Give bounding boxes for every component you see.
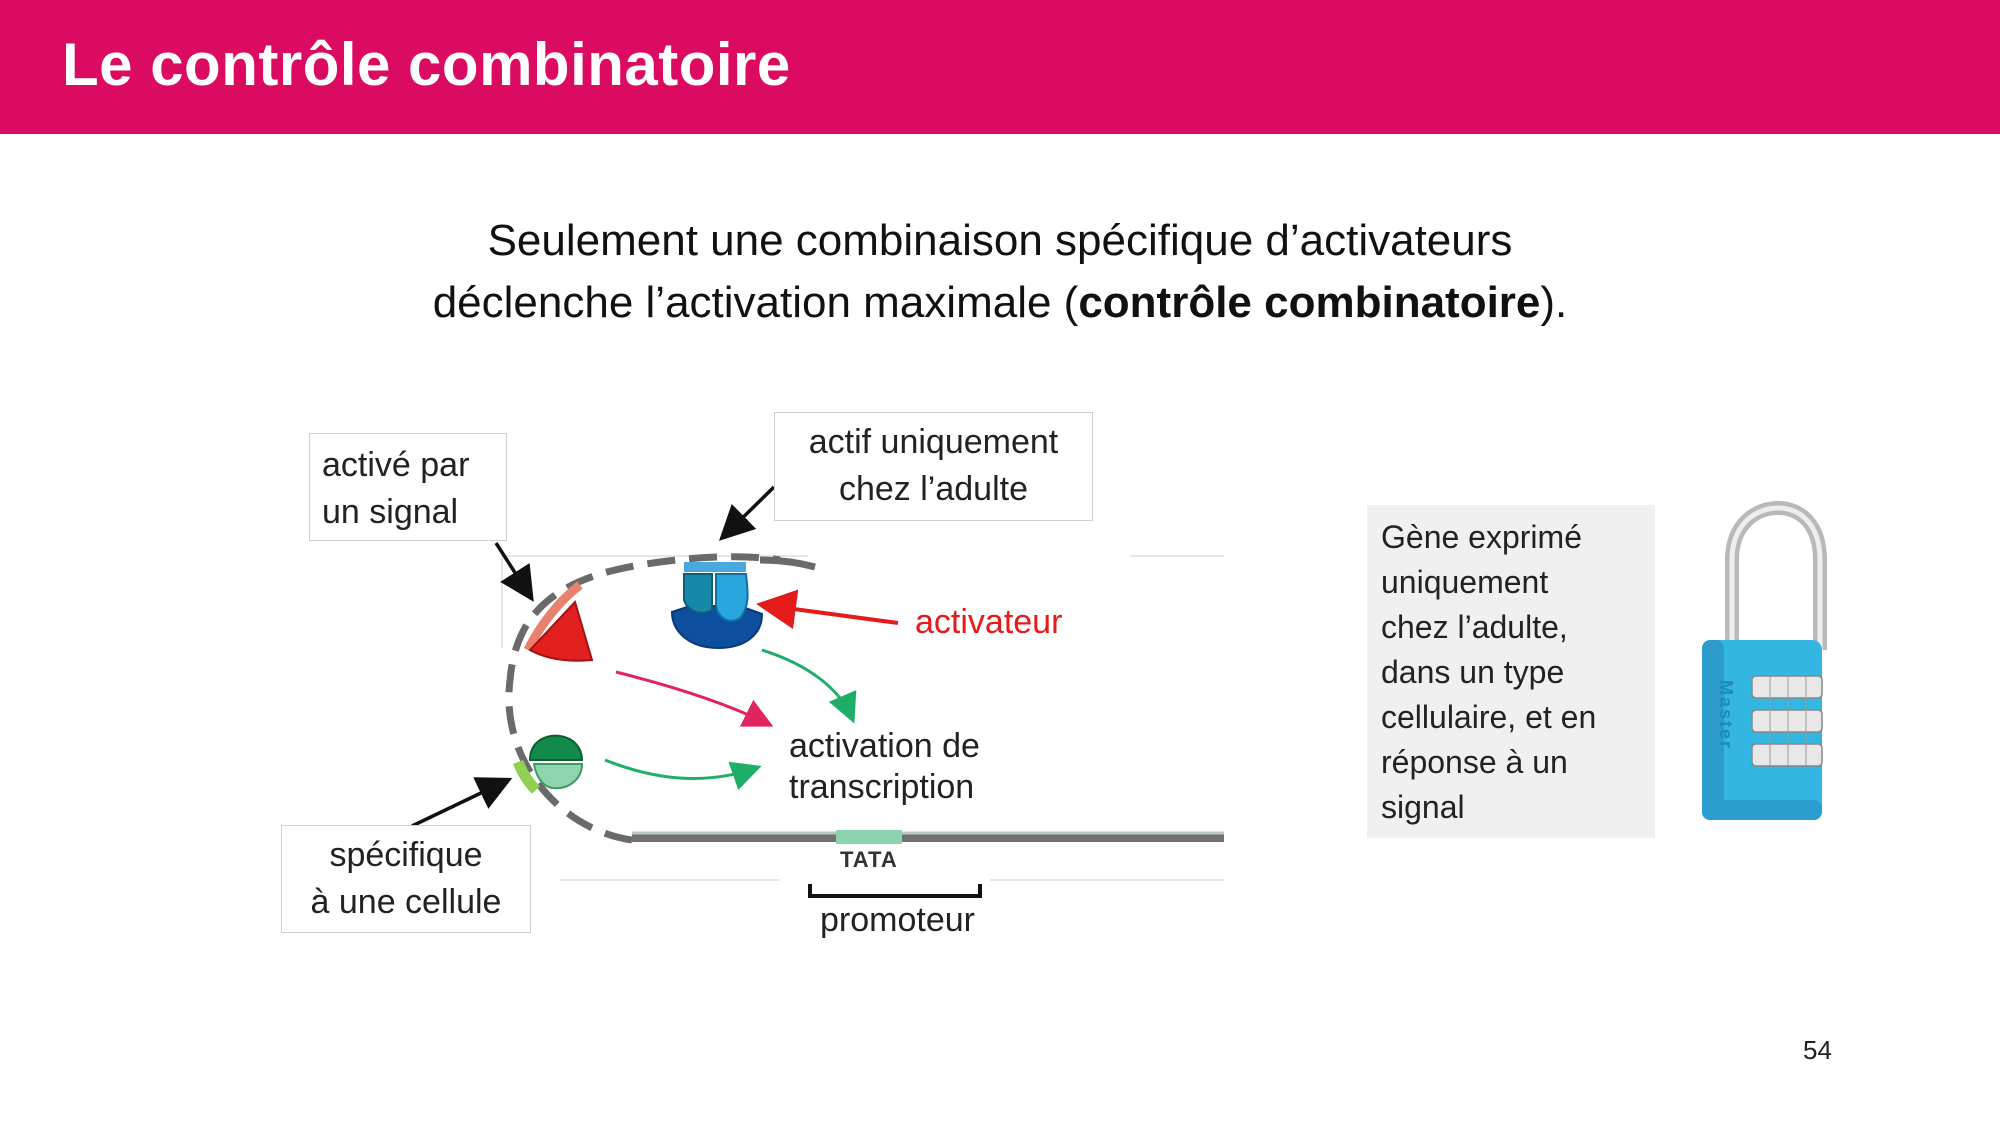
adult-site xyxy=(684,562,746,572)
slide-title: Le contrôle combinatoire xyxy=(62,31,791,98)
padlock-dials xyxy=(1751,675,1823,767)
padlock-body-bottom xyxy=(1702,800,1822,820)
subtitle-line-2-start: déclenche l’activation maximale ( xyxy=(432,278,1079,327)
subtitle-line-1: Seulement une combinaison spécifique d’a… xyxy=(487,216,1513,265)
side-note-line-4: dans un type xyxy=(1381,654,1565,690)
arrow-activator xyxy=(756,589,899,630)
promoter-bracket xyxy=(808,884,982,898)
adult-activator-right xyxy=(715,573,749,622)
padlock-shackle-shine xyxy=(1729,505,1823,650)
label-adult-line-2: chez l’adulte xyxy=(838,470,1028,508)
page-number: 54 xyxy=(1803,1035,1832,1065)
tata-box-segment xyxy=(836,830,902,844)
padlock-brand: Master xyxy=(1716,680,1736,750)
padlock-body-shade xyxy=(1702,640,1724,820)
side-note-line-6: réponse à un xyxy=(1381,744,1568,780)
title-bar: Le contrôle combinatoire xyxy=(0,0,2000,134)
subtitle-emphasis: contrôle combinatoire xyxy=(1078,278,1541,327)
adult-activator-left xyxy=(683,573,713,614)
arrow-activation-green-top xyxy=(761,648,857,724)
label-cell-line-2: à une cellule xyxy=(310,883,502,921)
label-signal-line-2: un signal xyxy=(322,493,459,531)
label-cell-line-1: spécifique xyxy=(329,836,483,874)
side-note-line-5: cellulaire, et en xyxy=(1381,699,1597,735)
padlock-dial xyxy=(1751,743,1823,767)
arrow-activation-red xyxy=(615,670,774,727)
promoter-label: promoteur xyxy=(820,901,975,939)
side-note-line-2: uniquement xyxy=(1381,564,1549,600)
side-note: Gène exprimé uniquement chez l’adulte, d… xyxy=(1367,505,1655,838)
activation-label: activation de transcription xyxy=(789,726,980,808)
cell-activator-top xyxy=(528,734,584,761)
signal-activator xyxy=(528,600,594,662)
dna-loop xyxy=(505,553,781,844)
label-adult-line-1: actif uniquement xyxy=(808,423,1059,461)
dna-loop-end xyxy=(759,556,816,571)
arrow-signal xyxy=(494,542,534,602)
slide-subtitle: Seulement une combinaison spécifique d’a… xyxy=(0,210,2000,334)
side-note-line-1: Gène exprimé xyxy=(1381,519,1582,555)
label-signal-line-1: activé par xyxy=(322,446,470,484)
side-note-line-3: chez l’adulte, xyxy=(1381,609,1568,645)
subtitle-line-2: déclenche l’activation maximale (contrôl… xyxy=(0,272,2000,334)
label-adult: actif uniquement chez l’adulte xyxy=(774,412,1093,521)
arrow-activation-green-bottom xyxy=(604,758,762,791)
cell-activator-bottom xyxy=(532,763,584,790)
side-note-line-7: signal xyxy=(1381,789,1465,825)
activation-label-line-1: activation de xyxy=(789,727,980,765)
padlock-dial xyxy=(1751,709,1823,733)
activation-label-line-2: transcription xyxy=(789,768,975,806)
signal-site xyxy=(523,581,583,652)
label-signal: activé par un signal xyxy=(309,433,507,541)
padlock-dial xyxy=(1751,675,1823,699)
activator-label: activateur xyxy=(915,603,1063,641)
cell-site xyxy=(512,759,540,794)
tata-label: TATA xyxy=(840,847,898,872)
padlock-shackle xyxy=(1725,500,1827,650)
arrow-cell xyxy=(411,777,513,828)
arrow-adult xyxy=(719,485,776,541)
subtitle-line-2-end: ). xyxy=(1540,278,1568,327)
combination-padlock-icon: Master xyxy=(1702,500,1827,820)
label-cell: spécifique à une cellule xyxy=(281,825,531,933)
